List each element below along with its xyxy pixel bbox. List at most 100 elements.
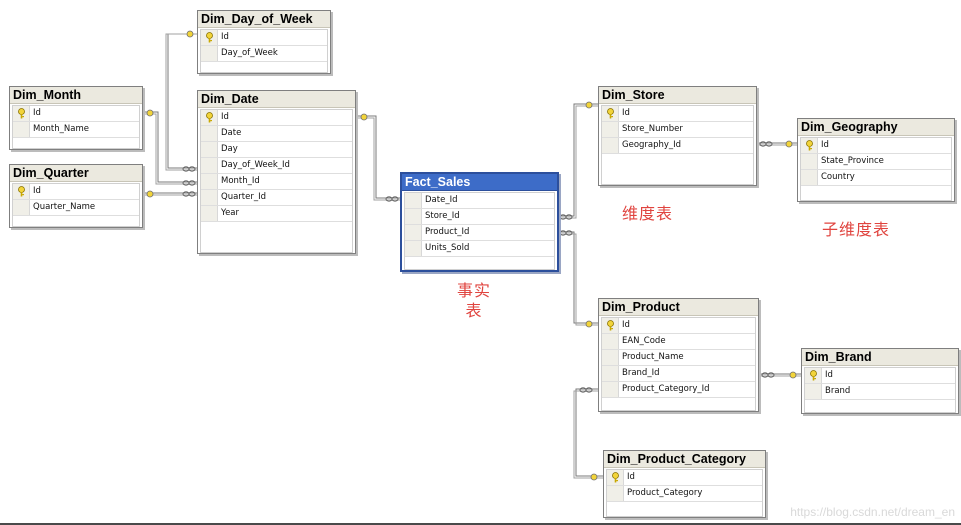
column-name: Quarter_Name	[33, 202, 96, 212]
column-name: Day_of_Week	[221, 48, 278, 58]
annotation-sub-dimension-table: 子维度表	[822, 220, 891, 239]
primary-key-icon	[607, 108, 614, 119]
column-name: Country	[821, 172, 855, 182]
table-dim-month[interactable]: Dim_Month Id Month_Name	[9, 86, 143, 150]
column-name: Units_Sold	[425, 243, 470, 253]
bottom-border	[0, 523, 961, 525]
column-name: Product_Category	[627, 488, 703, 498]
column-name: Month_Id	[221, 176, 260, 186]
table-dim-product-category[interactable]: Dim_Product_Category Id Product_Category	[603, 450, 766, 518]
column-row[interactable]: State_Province	[801, 154, 951, 170]
column-name: Day	[221, 144, 238, 154]
column-name: Product_Name	[622, 352, 684, 362]
column-row[interactable]: Quarter_Id	[201, 190, 352, 206]
primary-key-icon	[810, 370, 817, 381]
column-name: Brand	[825, 386, 851, 396]
annotation-dimension-table: 维度表	[622, 204, 674, 223]
column-name: Id	[622, 320, 630, 330]
column-row[interactable]: Year	[201, 206, 352, 222]
column-row[interactable]: Date	[201, 126, 352, 142]
column-list: Id Month_Name	[12, 105, 140, 149]
column-name: Date_Id	[425, 195, 458, 205]
column-list: Id State_Province Country	[800, 137, 952, 201]
column-row[interactable]: Product_Category	[607, 486, 762, 502]
column-name: Brand_Id	[622, 368, 660, 378]
column-row[interactable]: Product_Category_Id	[602, 382, 755, 398]
column-name: Id	[627, 472, 635, 482]
table-title[interactable]: Dim_Product	[599, 299, 758, 316]
primary-key-icon	[612, 472, 619, 483]
table-dim-geography[interactable]: Dim_Geography Id State_Province Country	[797, 118, 955, 202]
column-row[interactable]: Id	[607, 470, 762, 486]
column-name: State_Province	[821, 156, 884, 166]
column-name: EAN_Code	[622, 336, 666, 346]
column-row[interactable]: Id	[13, 106, 139, 122]
column-name: Month_Name	[33, 124, 89, 134]
column-name: Store_Number	[622, 124, 683, 134]
table-title[interactable]: Dim_Month	[10, 87, 142, 104]
table-title[interactable]: Fact_Sales	[402, 174, 557, 191]
column-name: Id	[221, 32, 229, 42]
column-row[interactable]: Units_Sold	[405, 241, 554, 257]
table-dim-store[interactable]: Dim_Store Id Store_Number Geography_Id	[598, 86, 757, 186]
column-row[interactable]: Id	[201, 110, 352, 126]
column-list: Id Product_Category	[606, 469, 763, 517]
table-title[interactable]: Dim_Product_Category	[604, 451, 765, 468]
column-name: Id	[622, 108, 630, 118]
column-row[interactable]: Brand_Id	[602, 366, 755, 382]
column-list: Id Date Day Day_of_Week_Id Month_Id Quar…	[200, 109, 353, 253]
column-name: Quarter_Id	[221, 192, 266, 202]
primary-key-icon	[607, 320, 614, 331]
column-row[interactable]: Day_of_Week	[201, 46, 327, 62]
column-row[interactable]: Date_Id	[405, 193, 554, 209]
table-dim-day-of-week[interactable]: Dim_Day_of_Week Id Day_of_Week	[197, 10, 331, 74]
column-row[interactable]: Id	[801, 138, 951, 154]
table-dim-brand[interactable]: Dim_Brand Id Brand	[801, 348, 959, 414]
column-row[interactable]: Id	[602, 106, 753, 122]
column-name: Date	[221, 128, 242, 138]
primary-key-icon	[206, 112, 213, 123]
table-dim-quarter[interactable]: Dim_Quarter Id Quarter_Name	[9, 164, 143, 228]
primary-key-icon	[18, 108, 25, 119]
table-title[interactable]: Dim_Date	[198, 91, 355, 108]
column-list: Date_Id Store_Id Product_Id Units_Sold	[404, 192, 555, 270]
column-list: Id Quarter_Name	[12, 183, 140, 227]
column-row[interactable]: Month_Id	[201, 174, 352, 190]
table-dim-product[interactable]: Dim_Product Id EAN_Code Product_Name Bra…	[598, 298, 759, 412]
column-row[interactable]: EAN_Code	[602, 334, 755, 350]
column-row[interactable]: Store_Id	[405, 209, 554, 225]
column-list: Id EAN_Code Product_Name Brand_Id Produc…	[601, 317, 756, 411]
column-row[interactable]: Id	[602, 318, 755, 334]
column-row[interactable]: Day_of_Week_Id	[201, 158, 352, 174]
column-row[interactable]: Quarter_Name	[13, 200, 139, 216]
table-title[interactable]: Dim_Quarter	[10, 165, 142, 182]
column-row[interactable]: Day	[201, 142, 352, 158]
column-name: Id	[33, 108, 41, 118]
table-fact-sales[interactable]: Fact_Sales Date_Id Store_Id Product_Id U…	[400, 172, 559, 272]
table-dim-date[interactable]: Dim_Date Id Date Day Day_of_Week_Id Mont…	[197, 90, 356, 254]
column-row[interactable]: Geography_Id	[602, 138, 753, 154]
primary-key-icon	[206, 32, 213, 43]
column-name: Day_of_Week_Id	[221, 160, 290, 170]
annotation-fact-line-2: 表	[465, 301, 483, 320]
column-name: Id	[825, 370, 833, 380]
column-list: Id Brand	[804, 367, 956, 413]
column-list: Id Store_Number Geography_Id	[601, 105, 754, 185]
column-row[interactable]: Country	[801, 170, 951, 186]
column-row[interactable]: Id	[13, 184, 139, 200]
column-row[interactable]: Product_Id	[405, 225, 554, 241]
table-title[interactable]: Dim_Geography	[798, 119, 954, 136]
annotation-fact-table: 事实 表	[446, 281, 502, 321]
column-row[interactable]: Month_Name	[13, 122, 139, 138]
column-row[interactable]: Brand	[805, 384, 955, 400]
table-title[interactable]: Dim_Day_of_Week	[198, 11, 330, 28]
column-row[interactable]: Id	[805, 368, 955, 384]
column-row[interactable]: Store_Number	[602, 122, 753, 138]
column-name: Geography_Id	[622, 140, 682, 150]
table-title[interactable]: Dim_Store	[599, 87, 756, 104]
column-row[interactable]: Id	[201, 30, 327, 46]
table-title[interactable]: Dim_Brand	[802, 349, 958, 366]
column-row[interactable]: Product_Name	[602, 350, 755, 366]
column-name: Id	[33, 186, 41, 196]
